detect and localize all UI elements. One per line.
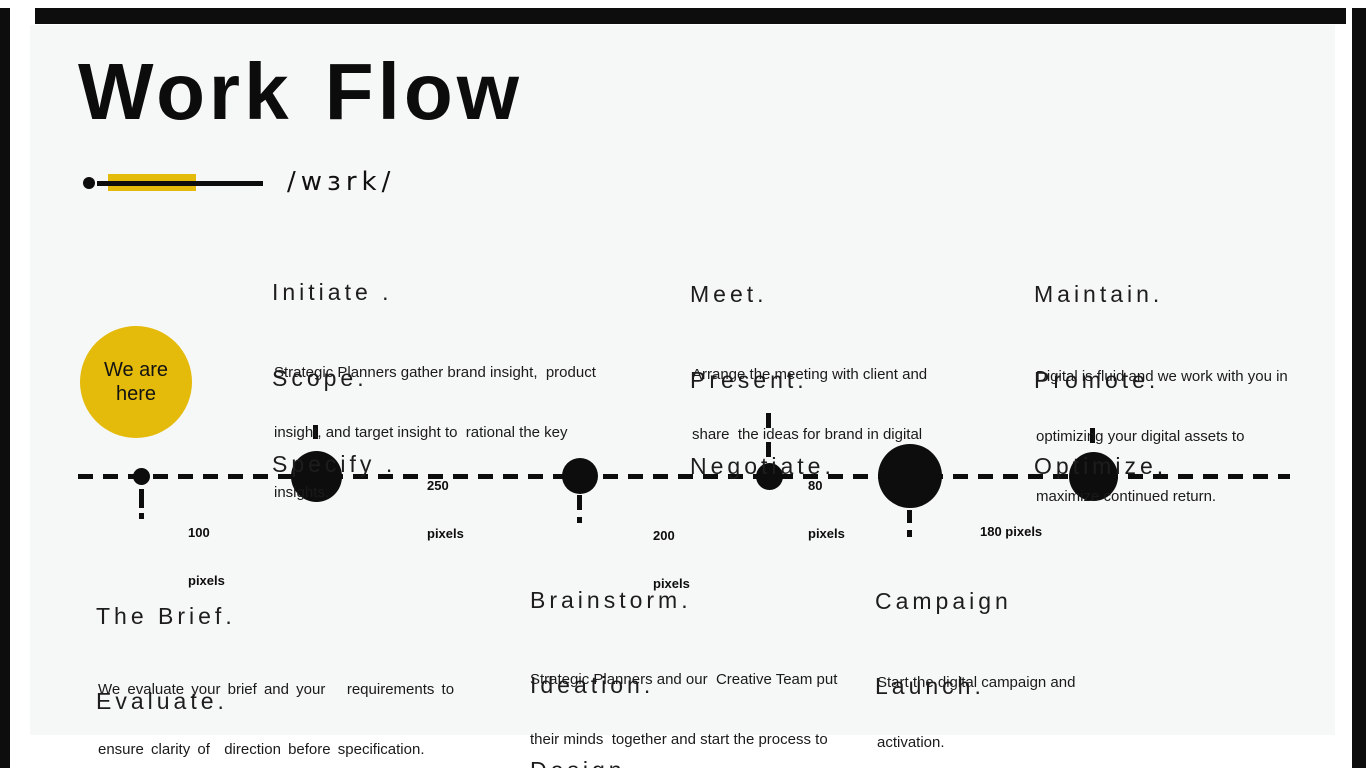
timeline-tick-meet bbox=[766, 413, 771, 457]
stage-heading-maintain: Maintain. Promote. Optimize. bbox=[1034, 281, 1168, 479]
stage-description-brief: We evaluate your brief and your requirem… bbox=[98, 681, 455, 758]
stage-description-meet: Arrange the meeting with client and shar… bbox=[692, 366, 928, 443]
slide-border-right bbox=[1352, 8, 1366, 768]
timeline-node-brief bbox=[133, 468, 150, 485]
stage-heading-meet: Meet. Present. Negotiate. bbox=[690, 281, 835, 479]
timeline-tick-campaign bbox=[907, 510, 912, 537]
stage-description-campaign: Start the digital campaign and activatio… bbox=[877, 674, 1076, 751]
page-title: Work Flow bbox=[78, 47, 523, 136]
distance-label-200: 200 pixels bbox=[653, 528, 690, 591]
timeline-node-maintain bbox=[1069, 452, 1118, 501]
stage-heading-brief: The Brief. Evaluate. Engage. bbox=[96, 603, 236, 714]
underline-rule bbox=[97, 181, 263, 186]
stage-heading-campaign: Campaign Launch. bbox=[875, 588, 1012, 699]
stage-description-maintain: Digital is fluid and we work with you in… bbox=[1036, 368, 1288, 505]
distance-label-250: 250 pixels bbox=[427, 478, 464, 541]
timeline-tick-initiate bbox=[313, 425, 318, 439]
distance-label-180: 180 pixels bbox=[980, 524, 1043, 539]
bullet-dot-icon bbox=[83, 177, 95, 189]
stage-heading-initiate: Initiate . Scope. Specify . bbox=[272, 279, 397, 477]
timeline-tick-maintain bbox=[1090, 428, 1095, 443]
stage-description-brainstorm: Strategic Planners and our Creative Team… bbox=[530, 671, 838, 748]
slide-panel bbox=[30, 25, 1335, 735]
distance-label-100: 100 pixels bbox=[188, 525, 225, 588]
timeline-tick-brief bbox=[139, 489, 144, 519]
timeline-tick-brainstorm bbox=[577, 495, 582, 523]
slide-border-left bbox=[0, 8, 10, 768]
slide-border-top bbox=[35, 8, 1346, 24]
timeline-dashed-line bbox=[78, 474, 1290, 479]
timeline-node-meet bbox=[756, 463, 783, 490]
timeline-node-campaign bbox=[878, 444, 942, 508]
we-are-here-badge: We are here bbox=[80, 326, 192, 438]
timeline-node-initiate bbox=[291, 451, 342, 502]
stage-description-initiate: Strategic Planners gather brand insight,… bbox=[274, 364, 596, 501]
distance-label-80: 80 pixels bbox=[808, 478, 845, 541]
stage-heading-brainstorm: Brainstorm. Ideation. Design. bbox=[530, 587, 692, 768]
pronunciation-text: /wɜrk/ bbox=[287, 167, 396, 197]
timeline-node-brainstorm bbox=[562, 458, 598, 494]
we-are-here-label: We are here bbox=[103, 359, 169, 405]
